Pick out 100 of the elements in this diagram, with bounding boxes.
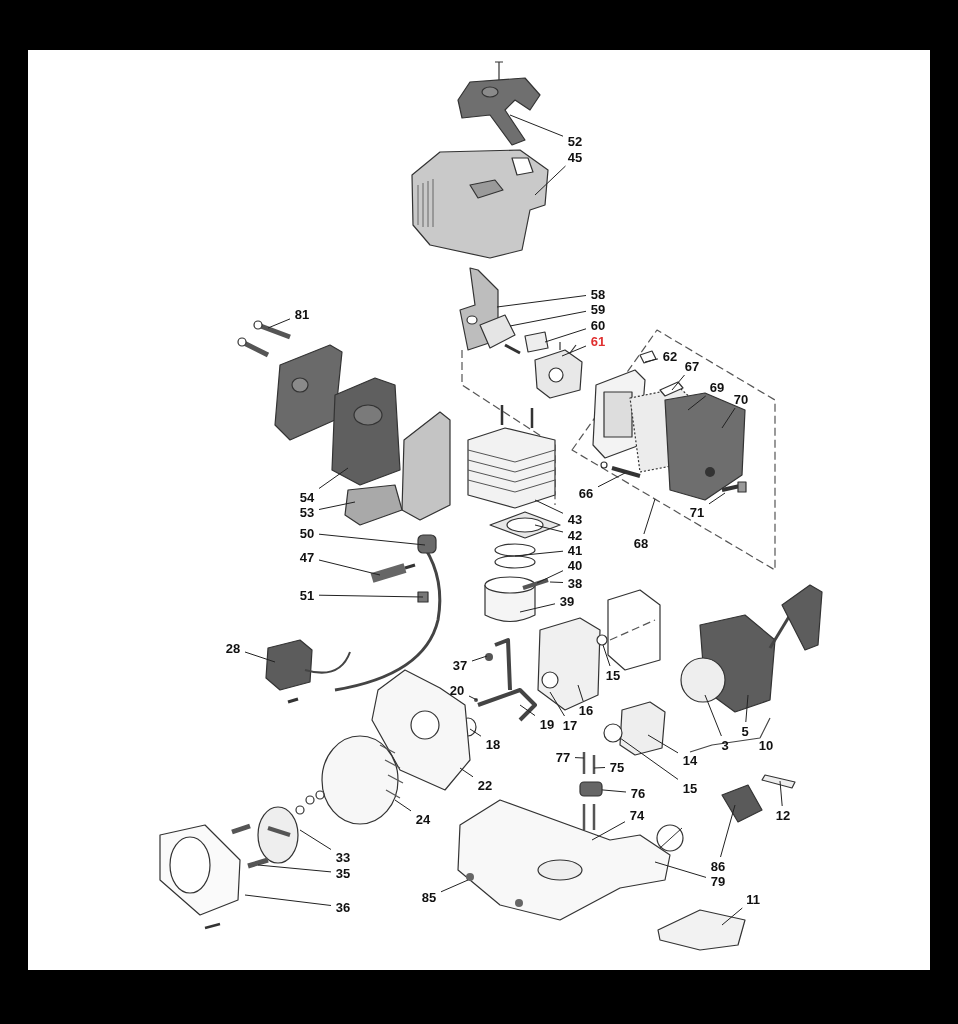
leader-line xyxy=(267,318,291,329)
leader-line xyxy=(394,799,412,812)
callout-number: 75 xyxy=(609,760,625,774)
callout-number: 35 xyxy=(335,866,351,880)
callout-number: 54 xyxy=(299,490,315,504)
callout-number: 47 xyxy=(299,550,315,564)
callout-number: 67 xyxy=(684,359,700,373)
leader-line xyxy=(654,861,707,878)
callout-number: 18 xyxy=(485,737,501,751)
leader-line xyxy=(745,694,749,723)
leader-line xyxy=(721,907,743,926)
callout-number: 16 xyxy=(578,703,594,717)
callout-number: 68 xyxy=(633,536,649,550)
leader-line xyxy=(257,864,332,873)
leader-line xyxy=(536,570,564,584)
callout-number: 50 xyxy=(299,526,315,540)
leader-line xyxy=(577,684,584,702)
callout-number: 33 xyxy=(335,850,351,864)
leader-line xyxy=(509,310,587,327)
leader-line xyxy=(704,694,722,737)
callout-number: 85 xyxy=(421,890,437,904)
callout-number: 77 xyxy=(555,750,571,764)
callout-number: 15 xyxy=(682,781,698,795)
callout-number: 17 xyxy=(562,718,578,732)
callout-number: 5 xyxy=(741,724,749,738)
callout-number: 79 xyxy=(710,874,726,888)
leader-line xyxy=(591,821,626,841)
callout-number: 39 xyxy=(559,594,575,608)
callout-number: 71 xyxy=(689,505,705,519)
callout-number: 69 xyxy=(709,380,725,394)
leader-line xyxy=(720,804,736,858)
washer-drawing xyxy=(603,723,623,743)
callout-number: 12 xyxy=(775,808,791,822)
leader-line xyxy=(779,780,783,807)
leader-line xyxy=(318,467,349,489)
leader-line xyxy=(299,829,332,850)
leader-line xyxy=(601,789,627,793)
leader-line xyxy=(244,651,276,663)
leader-line xyxy=(519,603,556,613)
leader-line xyxy=(619,737,679,780)
callout-number: 45 xyxy=(567,150,583,164)
leader-line xyxy=(647,734,679,754)
leader-line xyxy=(469,728,482,737)
leader-line xyxy=(721,407,736,429)
leader-line xyxy=(687,395,707,411)
fuel-filter-drawing xyxy=(579,781,603,797)
leader-line xyxy=(534,499,564,514)
leader-line xyxy=(440,879,469,893)
callout-number: 51 xyxy=(299,588,315,602)
leader-line xyxy=(519,704,536,717)
callout-number: 10 xyxy=(758,738,774,752)
leader-line xyxy=(318,501,356,510)
leader-line xyxy=(597,472,626,488)
callout-number: 43 xyxy=(567,512,583,526)
leader-line xyxy=(318,533,426,546)
callout-number: 53 xyxy=(299,505,315,519)
callout-number: 81 xyxy=(294,307,310,321)
callout-number: 37 xyxy=(452,658,468,672)
callout-number: 74 xyxy=(629,808,645,822)
leader-line xyxy=(574,757,585,759)
callout-number: 24 xyxy=(415,812,431,826)
callout-number: 59 xyxy=(590,302,606,316)
leader-line xyxy=(549,581,564,583)
callout-number: 66 xyxy=(578,486,594,500)
callout-number: 15 xyxy=(605,668,621,682)
callout-number: 20 xyxy=(449,683,465,697)
leader-line xyxy=(549,691,565,717)
callout-number: 36 xyxy=(335,900,351,914)
leader-line xyxy=(471,655,488,662)
callout-number: 62 xyxy=(662,349,678,363)
callout-number: 28 xyxy=(225,641,241,655)
callout-number: 60 xyxy=(590,318,606,332)
leader-line xyxy=(509,114,564,137)
callout-number: 70 xyxy=(733,392,749,406)
callout-number: 61 xyxy=(590,334,606,348)
callout-number: 42 xyxy=(567,528,583,542)
leader-line xyxy=(534,165,566,196)
leader-line xyxy=(671,374,685,391)
callout-number: 22 xyxy=(477,778,493,792)
leader-line xyxy=(318,559,381,576)
callout-number: 86 xyxy=(710,859,726,873)
leader-line xyxy=(602,644,611,667)
leader-line xyxy=(643,498,656,535)
leader-line xyxy=(468,695,478,701)
callout-number: 11 xyxy=(746,892,760,906)
callout-number: 14 xyxy=(682,753,698,767)
leader-line xyxy=(244,894,332,906)
leader-line xyxy=(708,492,726,505)
leader-line xyxy=(496,295,587,308)
leader-line xyxy=(644,358,659,363)
callout-number: 3 xyxy=(721,738,729,752)
leader-line xyxy=(544,328,587,343)
leader-line xyxy=(459,767,474,778)
leader-line xyxy=(534,524,564,533)
callout-number: 52 xyxy=(567,134,583,148)
callout-number: 58 xyxy=(590,287,606,301)
callout-number: 40 xyxy=(567,558,583,572)
leader-line xyxy=(593,767,606,769)
leader-line xyxy=(318,594,424,598)
callout-number: 19 xyxy=(539,717,555,731)
